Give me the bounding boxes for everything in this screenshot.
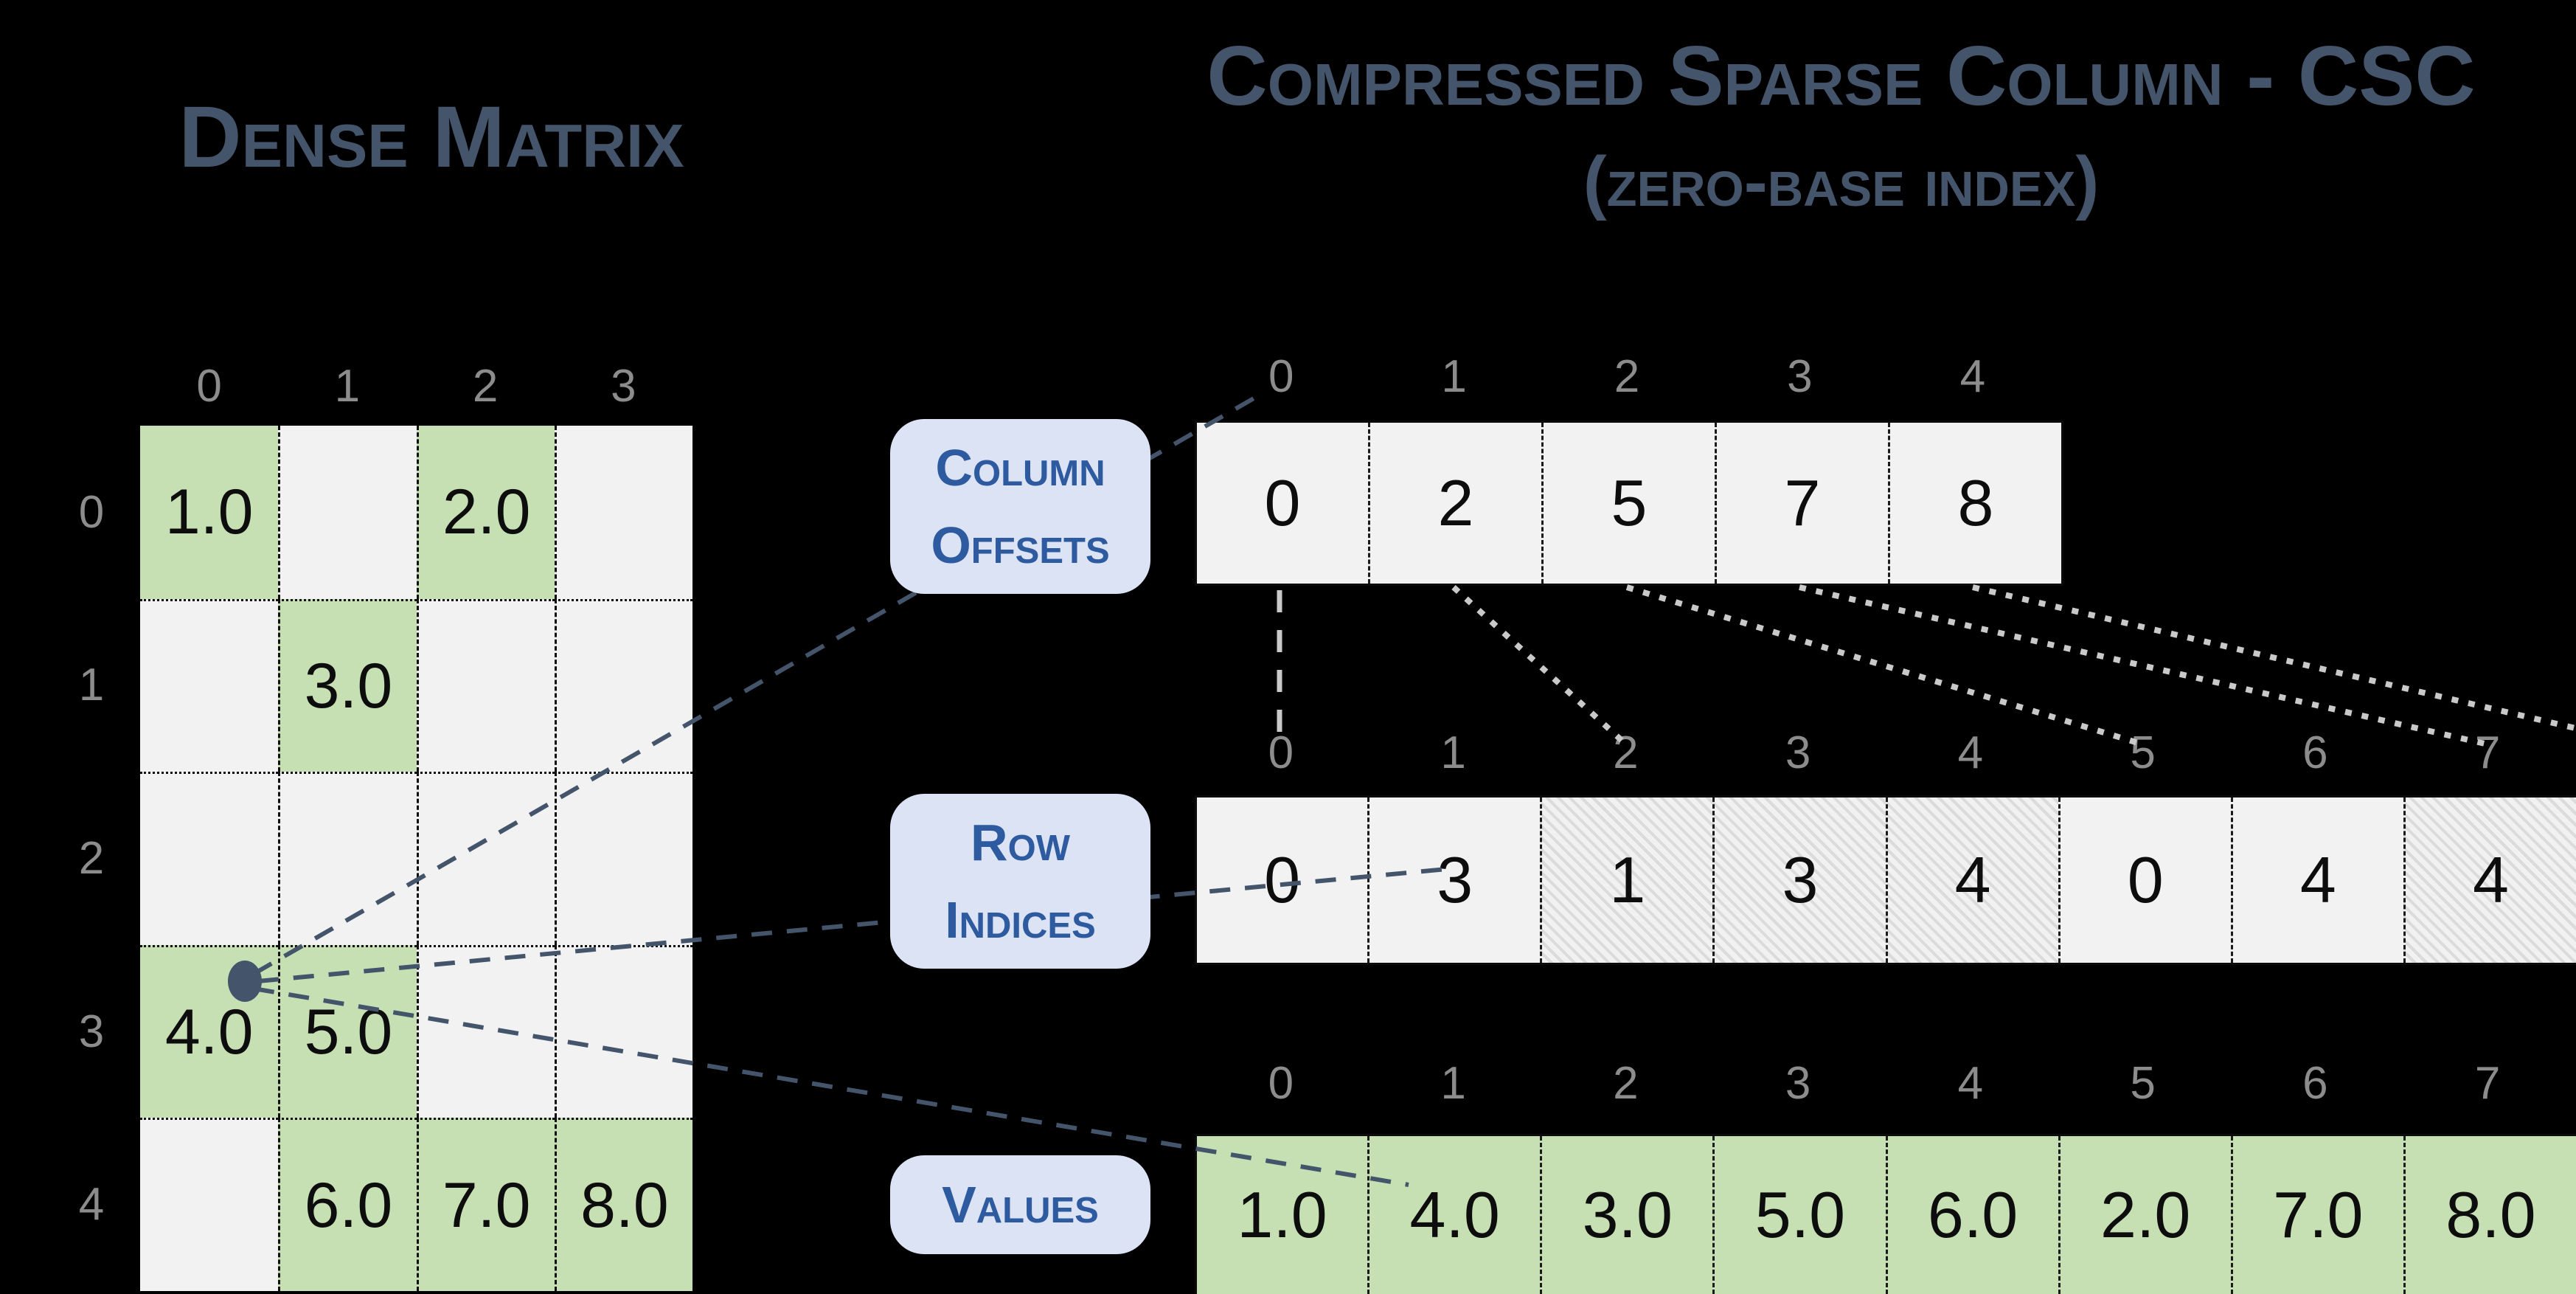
row-indices-label-line1: Row (971, 813, 1070, 871)
row-indices-cell-3: 3 (1712, 797, 1886, 963)
row-indices-cell-0: 0 (1197, 797, 1368, 963)
column-offsets-label-line2: Offsets (931, 516, 1110, 574)
matrix-cell-r1c2 (416, 598, 555, 772)
row-indices-index-4: 4 (1957, 727, 1984, 778)
row-indices-cell-1: 3 (1367, 797, 1541, 963)
column-offsets-index-0: 0 (1268, 350, 1294, 402)
dense-matrix-col-label-0: 0 (196, 361, 222, 412)
matrix-cell-r3c2 (416, 944, 555, 1118)
values-index-row: 0 1 2 3 4 5 6 7 (1195, 1057, 2574, 1109)
values-index-4: 4 (1957, 1057, 1984, 1109)
dense-matrix-row-labels: 0 1 2 3 4 (62, 426, 121, 1291)
matrix-cell-r0c3 (554, 426, 692, 599)
row-indices-index-1: 1 (1440, 727, 1466, 778)
matrix-cell-r1c1: 3.0 (278, 598, 417, 772)
row-indices-index-2: 2 (1613, 727, 1639, 778)
row-indices-cell-2: 1 (1540, 797, 1713, 963)
dense-matrix-row-label-4: 4 (78, 1179, 105, 1231)
matrix-cell-r4c0 (140, 1118, 279, 1291)
column-offsets-cell-3: 7 (1715, 423, 1888, 584)
column-offsets-cell-0: 0 (1197, 423, 1368, 584)
values-cell-0: 1.0 (1197, 1136, 1368, 1294)
matrix-cell-r3c0: 4.0 (140, 944, 279, 1118)
matrix-cell-r4c2: 7.0 (416, 1118, 555, 1291)
values-cell-3: 5.0 (1712, 1136, 1886, 1294)
connector-offset1-to-pos2 (1451, 585, 1629, 747)
values-cell-7: 8.0 (2403, 1136, 2576, 1294)
row-indices-label-box: Row Indices (890, 794, 1150, 969)
matrix-cell-r2c0 (140, 772, 279, 945)
row-indices-index-5: 5 (2130, 727, 2156, 778)
matrix-cell-r3c3 (554, 944, 692, 1118)
column-offsets-label-line1: Column (935, 438, 1105, 497)
values-cell-6: 7.0 (2230, 1136, 2403, 1294)
column-offsets-index-3: 3 (1787, 350, 1813, 402)
values-index-2: 2 (1613, 1057, 1639, 1109)
values-cell-5: 2.0 (2058, 1136, 2231, 1294)
row-indices-index-row: 0 1 2 3 4 5 6 7 (1195, 727, 2574, 778)
values-index-6: 6 (2302, 1057, 2328, 1109)
connector-offset2-to-pos5 (1625, 584, 2147, 748)
dense-matrix-row-label-0: 0 (78, 486, 105, 538)
matrix-cell-r1c3 (554, 598, 692, 772)
matrix-cell-r0c2: 2.0 (416, 426, 555, 599)
column-offsets-cell-2: 5 (1541, 423, 1715, 584)
matrix-cell-r3c1: 5.0 (278, 944, 417, 1118)
matrix-cell-r2c3 (554, 772, 692, 945)
dense-matrix-row-label-3: 3 (78, 1006, 105, 1057)
row-indices-index-3: 3 (1785, 727, 1811, 778)
values-cell-4: 6.0 (1885, 1136, 2058, 1294)
values-index-5: 5 (2130, 1057, 2156, 1109)
column-offsets-index-2: 2 (1614, 350, 1640, 402)
column-offsets-index-4: 4 (1959, 350, 1986, 402)
values-cell-2: 3.0 (1540, 1136, 1713, 1294)
matrix-cell-r0c0: 1.0 (140, 426, 279, 599)
matrix-cell-r0c1 (278, 426, 417, 599)
csc-title-line2: (zero-base index) (1583, 142, 2100, 221)
row-indices-index-7: 7 (2474, 727, 2501, 778)
row-indices-label-line2: Indices (945, 890, 1096, 949)
values-cell-1: 4.0 (1367, 1136, 1541, 1294)
matrix-cell-r1c0 (140, 598, 279, 772)
connector-offset3-to-pos7 (1799, 584, 2492, 748)
dense-matrix-col-label-1: 1 (334, 361, 361, 412)
row-indices-cell-4: 4 (1885, 797, 2058, 963)
column-offsets-index-row: 0 1 2 3 4 (1195, 350, 2059, 402)
dense-matrix-column-labels: 0 1 2 3 (140, 360, 692, 412)
column-offsets-cell-4: 8 (1888, 423, 2061, 584)
dense-matrix-col-label-3: 3 (611, 361, 636, 412)
connector-offset4-to-pos8 (1972, 584, 2576, 732)
row-indices-cell-6: 4 (2230, 797, 2403, 963)
matrix-cell-r4c1: 6.0 (278, 1118, 417, 1291)
csc-title-line1: Compressed Sparse Column - CSC (1207, 30, 2476, 123)
row-indices-index-0: 0 (1268, 727, 1294, 778)
matrix-cell-r2c1 (278, 772, 417, 945)
values-index-7: 7 (2474, 1057, 2501, 1109)
dense-matrix-row-label-2: 2 (78, 832, 105, 884)
row-indices-index-6: 6 (2302, 727, 2328, 778)
dense-matrix-title: Dense Matrix (178, 89, 684, 186)
values-index-1: 1 (1440, 1057, 1466, 1109)
dense-matrix-col-label-2: 2 (472, 361, 499, 412)
dense-matrix-row-label-1: 1 (78, 660, 105, 711)
row-indices-cell-7: 4 (2403, 797, 2576, 963)
matrix-cell-r4c3: 8.0 (554, 1118, 692, 1291)
values-label-line1: Values (942, 1175, 1099, 1234)
column-offsets-cell-1: 2 (1368, 423, 1541, 584)
values-label-box: Values (890, 1155, 1150, 1254)
row-indices-cell-5: 0 (2058, 797, 2231, 963)
column-offsets-label-box: Column Offsets (890, 419, 1150, 594)
offset-to-index-connectors (1277, 584, 2576, 748)
matrix-cell-r2c2 (416, 772, 555, 945)
values-index-0: 0 (1268, 1057, 1294, 1109)
column-offsets-index-1: 1 (1441, 350, 1467, 402)
values-index-3: 3 (1785, 1057, 1811, 1109)
